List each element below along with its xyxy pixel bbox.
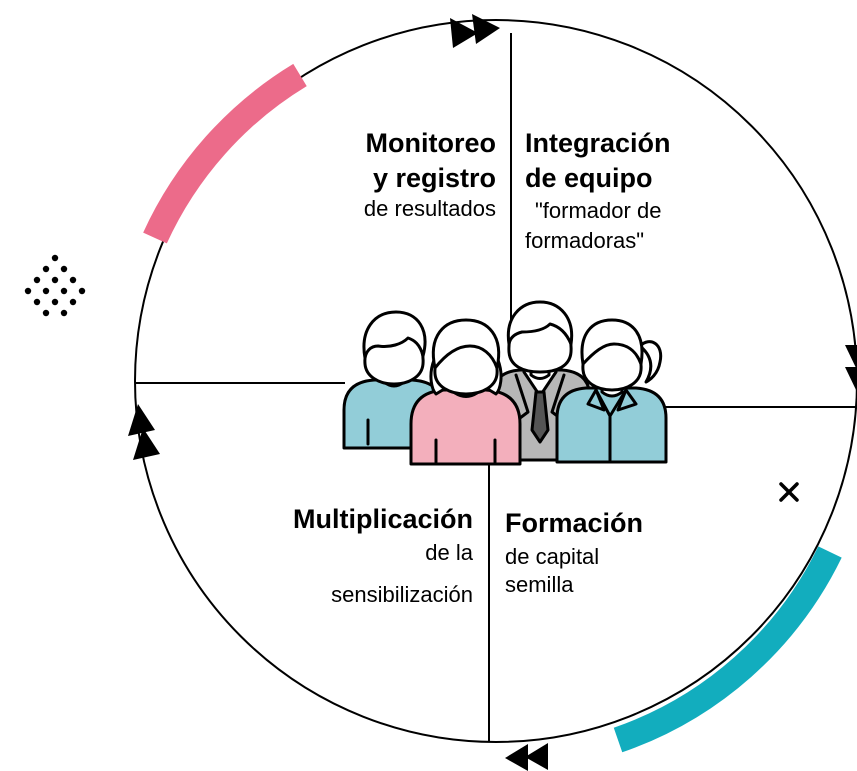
top-left-title-line1: Monitoreo: [365, 128, 496, 158]
double-arrowhead-icon-bottom: [505, 743, 548, 771]
top-right-title-line1: Integración: [525, 128, 671, 158]
double-arrowhead-icon-top: [450, 14, 500, 48]
cycle-circle: [134, 19, 857, 743]
bottom-left-subtitle-line2: sensibilización: [331, 581, 473, 607]
top-left-title-line2: y registro: [372, 162, 496, 193]
bottom-left-subtitle-line1: de la: [425, 539, 473, 565]
quadrant-label-top-right: Integración de equipo "formador de forma…: [525, 126, 671, 255]
pink-arc: [143, 63, 307, 244]
bottom-left-title: Multiplicación: [292, 504, 473, 534]
top-right-subtitle-line1: "formador de: [535, 198, 662, 224]
top-left-subtitle: de resultados: [363, 196, 496, 222]
top-right-title-line2: de equipo: [525, 162, 653, 193]
top-right-subtitle-line2: formadoras": [525, 228, 645, 254]
quadrant-label-bottom-left: Multiplicación de la sensibilización: [293, 502, 473, 609]
person-pink-woman: [409, 318, 522, 466]
bottom-right-title: Formación: [505, 508, 644, 538]
teal-arc: [613, 546, 842, 753]
double-arrowhead-icon-right: [845, 345, 857, 392]
double-arrowhead-icon-left: [128, 404, 160, 460]
quadrant-label-top-left: Monitoreo y registro de resultados: [364, 126, 496, 223]
team-people-icon: [342, 300, 668, 466]
bottom-right-subtitle-line2: semilla: [505, 571, 574, 597]
close-icon: [779, 482, 799, 502]
dot-grid-icon: [24, 254, 86, 317]
quadrant-label-bottom-right: Formación de capital semilla: [505, 506, 643, 599]
bottom-right-subtitle-line1: de capital: [505, 543, 600, 569]
person-blue-woman: [555, 318, 668, 464]
